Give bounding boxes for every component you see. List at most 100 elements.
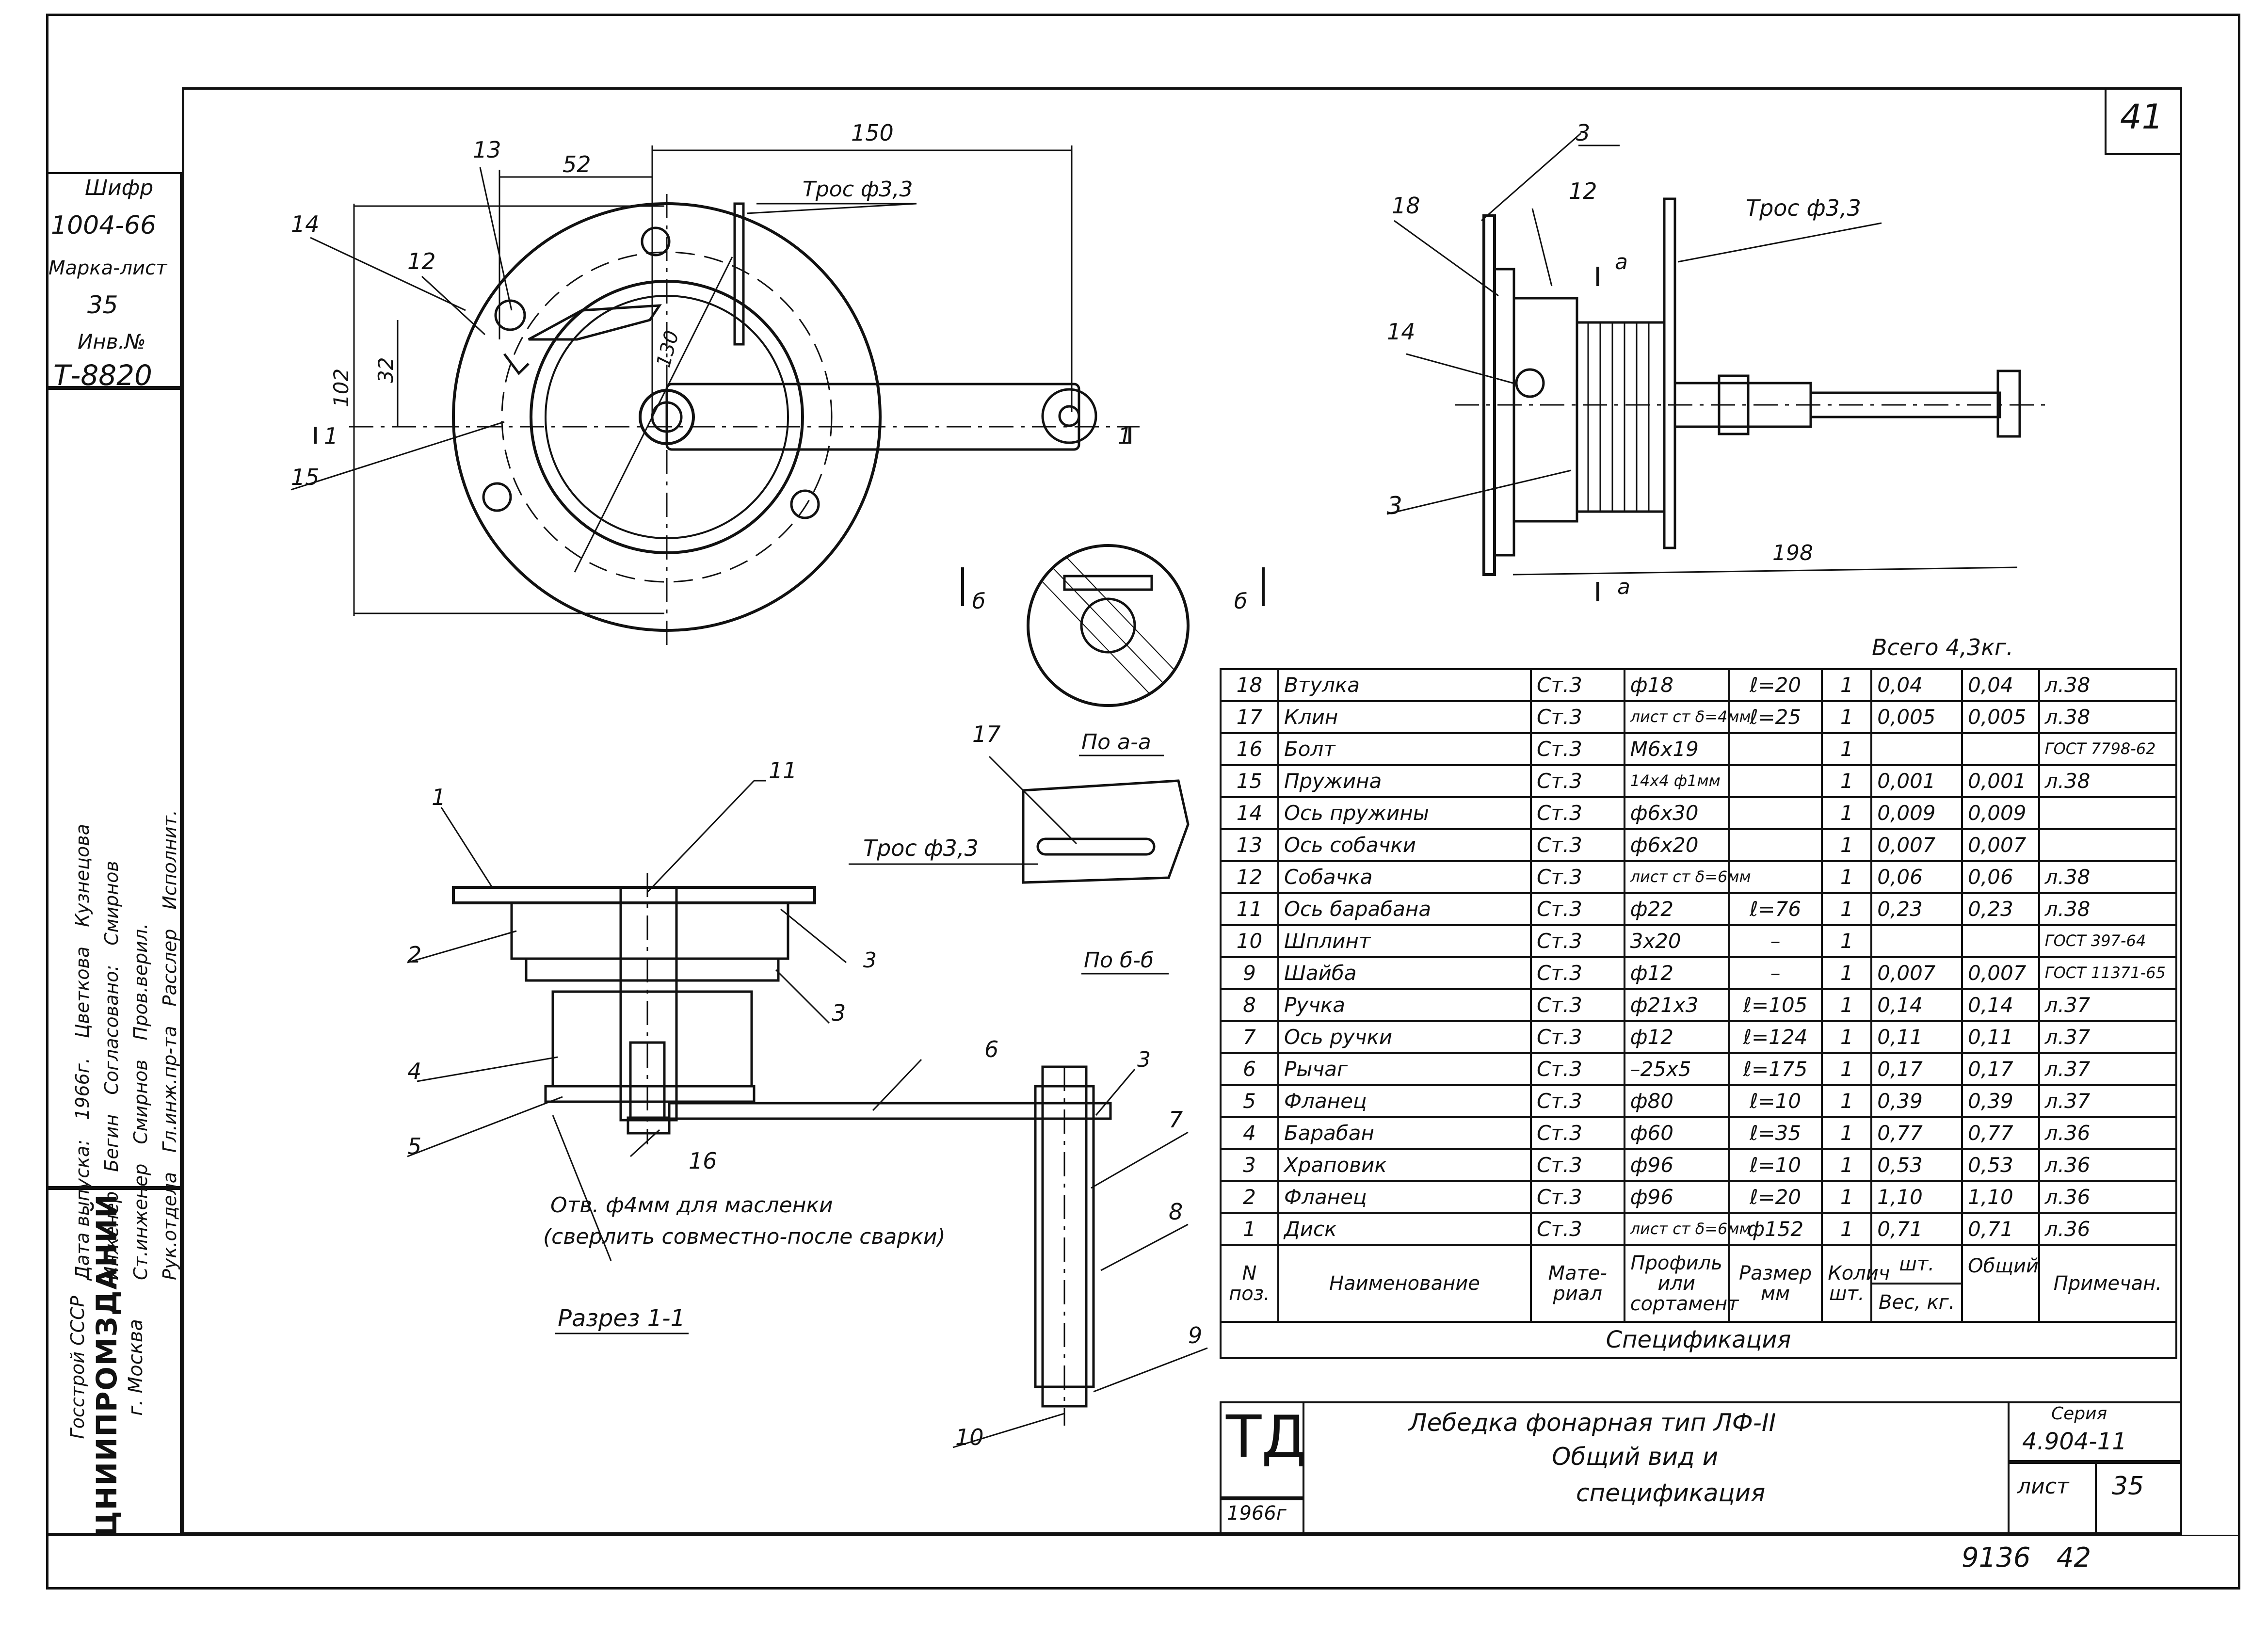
spec-cell-profile: 3х20 xyxy=(1623,924,1730,958)
spec-cell-name: Храповик xyxy=(1277,1148,1532,1182)
spec-cell-mat: Ст.3 xyxy=(1530,924,1625,958)
spec-cell-mat: Ст.3 xyxy=(1530,1084,1625,1118)
spec-cell-profile: ф96 xyxy=(1623,1148,1730,1182)
callout-13-front: 13 xyxy=(473,137,501,163)
spec-cell-name: Втулка xyxy=(1277,668,1532,702)
spec-cell-w1: 0,14 xyxy=(1870,988,1963,1022)
spec-cell-w2: 0,007 xyxy=(1961,828,2040,862)
spec-cell-qty: 1 xyxy=(1821,668,1873,702)
spec-cell-w2: 1,10 xyxy=(1961,1180,2040,1214)
sheet-label: лист xyxy=(2017,1474,2069,1499)
series-label: Серия xyxy=(2051,1404,2107,1424)
section-mark-left: 1 xyxy=(324,423,338,449)
hdr-note: Примечан. xyxy=(2038,1244,2178,1323)
spec-cell-size: ℓ=10 xyxy=(1727,1084,1823,1118)
spec-cell-w2: 0,11 xyxy=(1961,1020,2040,1054)
spec-cell-pos: 14 xyxy=(1220,796,1279,830)
spec-cell-profile: ф18 xyxy=(1623,668,1730,702)
spec-cell-pos: 5 xyxy=(1220,1084,1279,1118)
cipher-value: 1004-66 xyxy=(51,211,157,240)
callout-17: 17 xyxy=(972,721,1001,747)
spec-cell-qty: 1 xyxy=(1821,1020,1873,1054)
spec-cell-size: ℓ=124 xyxy=(1727,1020,1823,1054)
spec-cell-pos: 3 xyxy=(1220,1148,1279,1182)
spec-cell-w1: 0,005 xyxy=(1870,700,1963,734)
spec-cell-note: ГОСТ 11371-65 xyxy=(2038,956,2178,990)
spec-cell-name: Рычаг xyxy=(1277,1052,1532,1086)
spec-cell-qty: 1 xyxy=(1821,1148,1873,1182)
oiler-note-line1: Отв. ф4мм для масленки xyxy=(550,1193,833,1218)
spec-cell-name: Диск xyxy=(1277,1212,1532,1246)
spec-cell-qty: 1 xyxy=(1821,860,1873,894)
spec-cell-name: Собачка xyxy=(1277,860,1532,894)
hdr-material: Мате- риал xyxy=(1530,1244,1625,1323)
inner-frame xyxy=(182,87,2182,1535)
caption-bb: По б-б xyxy=(1084,948,1154,973)
callout-15-front: 15 xyxy=(291,464,320,490)
spec-cell-size: ℓ=20 xyxy=(1727,668,1823,702)
spec-cell-pos: 11 xyxy=(1220,892,1279,926)
section-a-top: а xyxy=(1615,250,1628,274)
spec-cell-note xyxy=(2038,828,2178,862)
spec-cell-w2: 0,005 xyxy=(1961,700,2040,734)
spec-cell-size: ℓ=20 xyxy=(1727,1180,1823,1214)
series-value: 4.904-11 xyxy=(2022,1428,2127,1455)
spec-cell-qty: 1 xyxy=(1821,924,1873,958)
spec-cell-name: Барабан xyxy=(1277,1116,1532,1150)
rope-label-front: Трос ф3,3 xyxy=(803,177,913,202)
spec-cell-w2: 0,007 xyxy=(1961,956,2040,990)
spec-cell-qty: 1 xyxy=(1821,988,1873,1022)
hdr-size: Размер мм xyxy=(1727,1244,1823,1323)
spec-cell-pos: 4 xyxy=(1220,1116,1279,1150)
inv-label: Инв.№ xyxy=(78,330,146,353)
callout-2: 2 xyxy=(407,942,421,968)
spec-cell-w2 xyxy=(1961,732,2040,766)
spec-cell-profile: ф12 xyxy=(1623,1020,1730,1054)
spec-cell-mat: Ст.3 xyxy=(1530,668,1625,702)
spec-cell-name: Шайба xyxy=(1277,956,1532,990)
spec-cell-w1: 0,77 xyxy=(1870,1116,1963,1150)
spec-cell-w1: 0,007 xyxy=(1870,828,1963,862)
callout-3-side: 3 xyxy=(1387,492,1402,520)
spec-cell-profile: лист ст δ=6мм xyxy=(1623,860,1751,894)
hdr-name: Наименование xyxy=(1277,1244,1532,1323)
callout-4: 4 xyxy=(407,1058,421,1084)
spec-cell-pos: 13 xyxy=(1220,828,1279,862)
spec-cell-name: Ручка xyxy=(1277,988,1532,1022)
spec-cell-profile: М6х19 xyxy=(1623,732,1730,766)
spec-cell-name: Пружина xyxy=(1277,764,1532,798)
hdr-unit: шт. xyxy=(1872,1246,1962,1285)
rope-label-detail: Трос ф3,3 xyxy=(863,835,979,861)
spec-cell-note: л.36 xyxy=(2038,1148,2178,1182)
spec-cell-profile: ф21х3 xyxy=(1623,988,1730,1022)
spec-cell-profile: ф60 xyxy=(1623,1116,1730,1150)
spec-cell-qty: 1 xyxy=(1821,892,1873,926)
spec-cell-pos: 8 xyxy=(1220,988,1279,1022)
dim-52: 52 xyxy=(563,151,591,177)
spec-cell-name: Ось собачки xyxy=(1277,828,1532,862)
callout-3: 3 xyxy=(832,1000,846,1026)
hdr-unit-weight: шт. Вес, кг. xyxy=(1870,1244,1963,1323)
spec-cell-qty: 1 xyxy=(1821,764,1873,798)
spec-cell-pos: 7 xyxy=(1220,1020,1279,1054)
spec-cell-mat: Ст.3 xyxy=(1530,732,1625,766)
spec-cell-w1: 0,71 xyxy=(1870,1212,1963,1246)
dim-198: 198 xyxy=(1772,541,1813,565)
callout-12-front: 12 xyxy=(407,248,436,274)
spec-cell-note: л.38 xyxy=(2038,700,2178,734)
series-box xyxy=(2008,1401,2182,1462)
spec-cell-note: л.37 xyxy=(2038,988,2178,1022)
spec-cell-size xyxy=(1727,732,1823,766)
spec-cell-name: Ось пружины xyxy=(1277,796,1532,830)
sheet-value: 35 xyxy=(2112,1472,2144,1501)
spec-cell-note: л.38 xyxy=(2038,860,2178,894)
spec-cell-note xyxy=(2038,796,2178,830)
spec-cell-note: л.36 xyxy=(2038,1180,2178,1214)
sheet-divider xyxy=(2095,1462,2097,1535)
